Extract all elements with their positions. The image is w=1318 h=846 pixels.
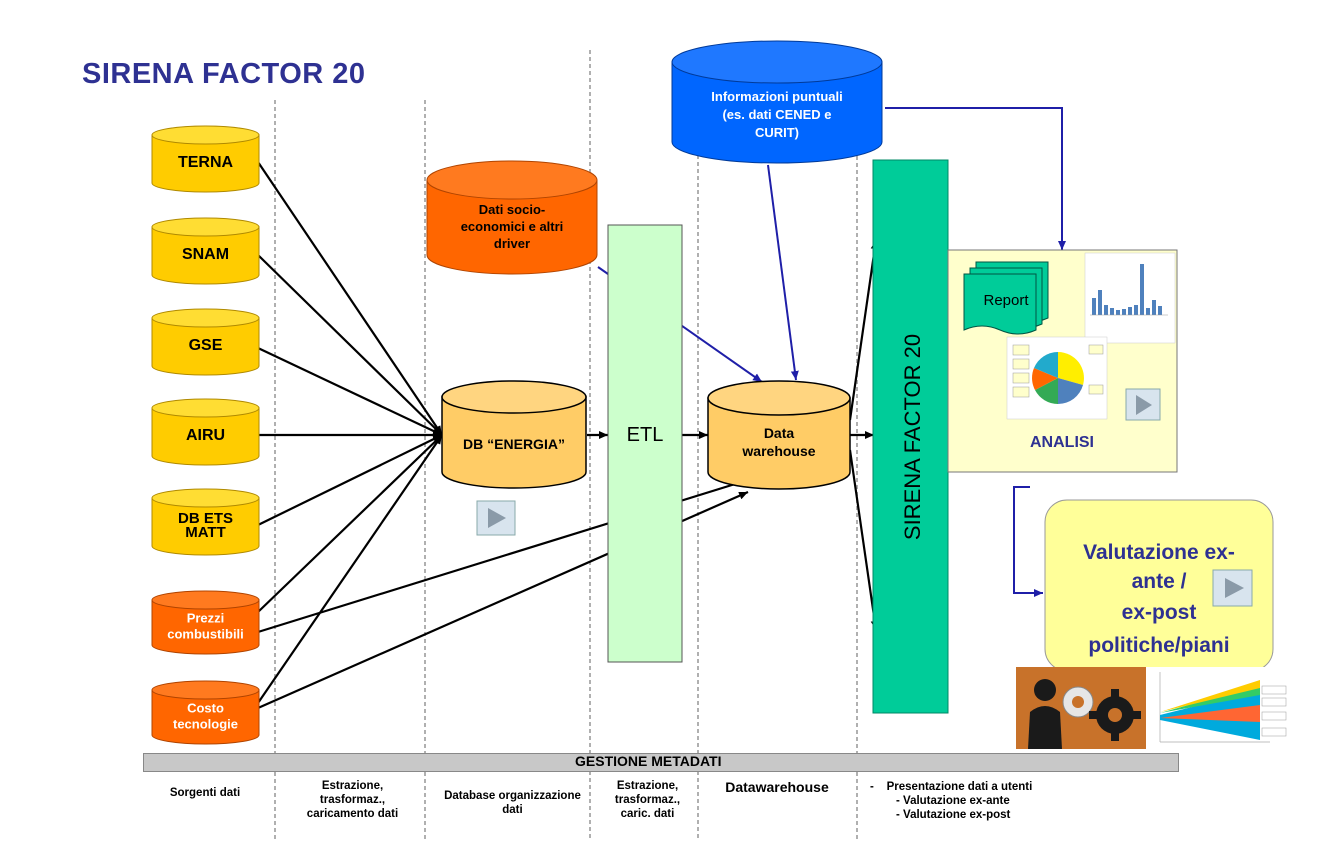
source-terna: TERNA [151, 125, 260, 193]
footer-exante-line: - Valutazione ex-ante [896, 795, 1010, 807]
valutazione-line-1: Valutazione ex- [1083, 541, 1235, 564]
footer-sorgenti: Sorgenti dati [169, 787, 241, 799]
area-chart-illustration [1146, 667, 1291, 749]
info-line-3: CURIT) [755, 125, 799, 140]
pie-chart-thumbnail [1006, 336, 1108, 420]
socio-line-2: economici e altri [461, 219, 564, 234]
footer-exante-text: Valutazione ex-ante [903, 795, 1010, 807]
source-label-gse: GSE [189, 337, 223, 354]
analisi-label: ANALISI [1030, 434, 1094, 451]
footer-database: Database organizzazione dati [444, 790, 581, 816]
info-line-2: (es. dati CENED e [722, 107, 831, 122]
source-label-terna: TERNA [178, 154, 234, 171]
footer-presentazione: - Presentazione dati a utenti - Valutazi… [870, 780, 1100, 822]
play-button-db[interactable] [476, 500, 516, 536]
page-title: SIRENA FACTOR 20 [82, 58, 366, 90]
source-label-db-ets-matt: MATT [185, 524, 226, 541]
bar-chart-thumbnail [1084, 252, 1176, 344]
source-airu: AIRU [151, 398, 260, 466]
source-label-snam: SNAM [182, 246, 229, 263]
report-icon: Report [963, 261, 1049, 335]
warehouse-line-1: Data [764, 425, 795, 441]
info-line-1: Informazioni puntuali [711, 89, 842, 104]
etl-label: ETL [627, 424, 664, 446]
footer-presentazione-text: Presentazione dati a utenti [886, 781, 1033, 793]
valutazione-panel: Valutazione ex- ante / ex-post politiche… [1044, 499, 1274, 672]
info-cylinder: Informazioni puntuali (es. dati CENED e … [671, 40, 883, 164]
gears-illustration [1016, 667, 1146, 749]
source-snam: SNAM [151, 217, 260, 285]
valutazione-line-3: ex-post [1122, 601, 1197, 624]
footer-expost-line: - Valutazione ex-post [896, 809, 1011, 821]
socio-line-3: driver [494, 236, 530, 251]
metadata-bar [143, 753, 1179, 772]
analisi-panel: Report [947, 249, 1178, 473]
play-button-valutazione[interactable] [1212, 569, 1253, 607]
sirena-vertical-label: SIRENA FACTOR 20 [900, 334, 925, 540]
metadata-label: GESTIONE METADATI [575, 753, 722, 769]
valutazione-line-2: ante / [1132, 570, 1187, 593]
warehouse-line-2: warehouse [741, 443, 815, 459]
etl-box: ETL [607, 224, 683, 663]
source-label-costo-tecnologie: tecnologie [173, 717, 238, 732]
source-label-db-ets-matt: DB ETS [178, 510, 233, 527]
source-gse: GSE [151, 308, 260, 376]
report-label: Report [983, 292, 1029, 309]
db-energia-label: DB “ENERGIA” [463, 436, 565, 452]
datawarehouse-cylinder: Data warehouse [707, 380, 851, 490]
sirena-factor-bar: SIRENA FACTOR 20 [872, 159, 949, 714]
socio-line-1: Dati socio- [479, 202, 545, 217]
db-energia-cylinder: DB “ENERGIA” [441, 380, 587, 489]
column-separators [274, 50, 858, 840]
source-label-prezzi-combustibili: Prezzi [187, 611, 225, 626]
source-label-airu: AIRU [186, 427, 225, 444]
valutazione-line-4: politiche/piani [1088, 634, 1229, 657]
footer-expost-text: Valutazione ex-post [903, 809, 1011, 821]
footer-datawarehouse: Datawarehouse [725, 779, 829, 795]
footer-presentazione-line: - Presentazione dati a utenti [870, 781, 1033, 793]
source-label-costo-tecnologie: Costo [187, 701, 224, 716]
socio-economic-cylinder: Dati socio- economici e altri driver [426, 160, 598, 275]
footer-estrazione-2: Estrazione, trasformaz., caric. dati [614, 780, 681, 820]
source-label-prezzi-combustibili: combustibili [167, 627, 244, 642]
play-button-analisi[interactable] [1125, 388, 1161, 421]
footer-estrazione-1: Estrazione, trasformaz., caricamento dat… [306, 780, 399, 820]
